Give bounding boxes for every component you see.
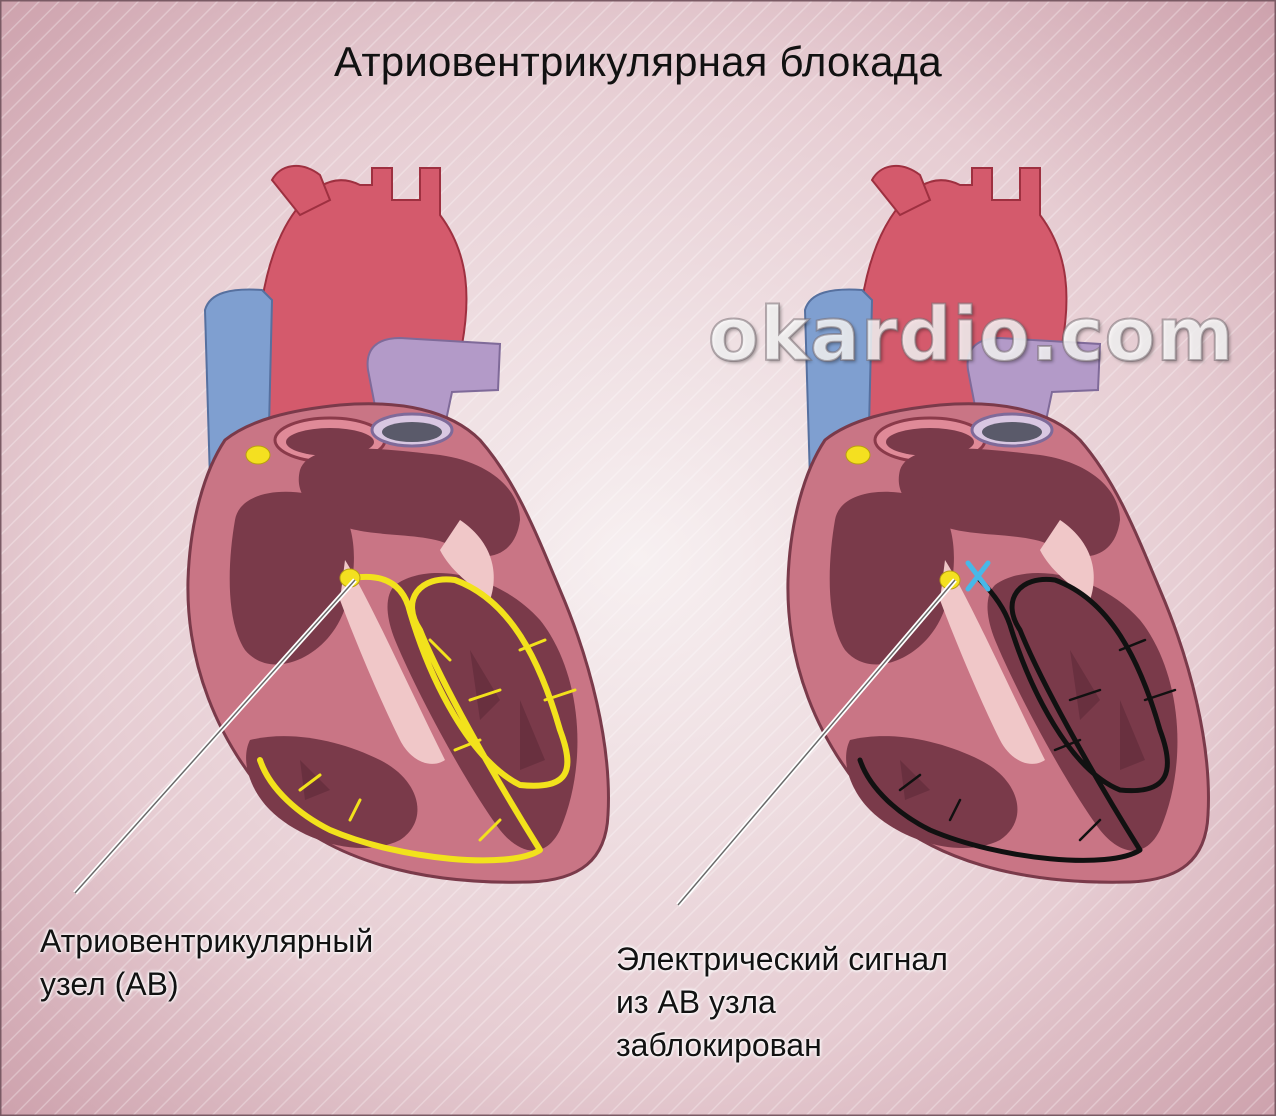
caption-line: узел (АВ) [40, 963, 373, 1006]
caption-av-node: Атриовентрикулярный узел (АВ) [40, 920, 373, 1006]
sa-node [246, 446, 270, 464]
watermark: okardio.com [708, 292, 1235, 378]
caption-line: заблокирован [616, 1024, 948, 1067]
caption-line: из АВ узла [616, 981, 948, 1024]
page-title: Атриовентрикулярная блокада [0, 38, 1276, 86]
caption-signal-blocked: Электрический сигнал из АВ узла заблокир… [616, 938, 948, 1067]
caption-line: Электрический сигнал [616, 938, 948, 981]
caption-line: Атриовентрикулярный [40, 920, 373, 963]
sa-node [846, 446, 870, 464]
